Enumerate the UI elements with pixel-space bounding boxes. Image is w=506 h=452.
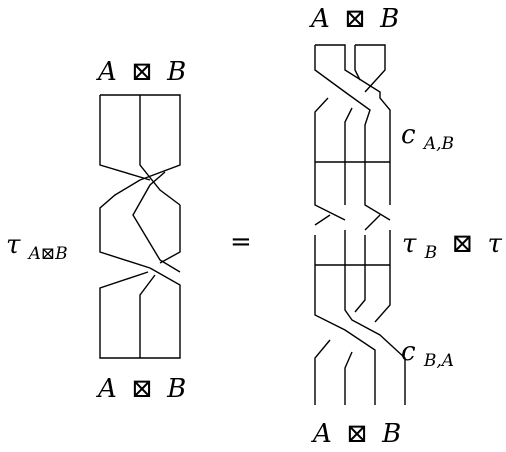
- right-bottom-under-2: [344, 351, 353, 405]
- right-top-bundle-b: [355, 44, 386, 93]
- left-side-label-tau: τ: [6, 230, 21, 260]
- right-bottom-bundle-b: [354, 265, 366, 313]
- braid-bottom-label-c: c: [401, 337, 416, 367]
- right-top-bundle-a: [315, 44, 391, 162]
- left-top-label-op: ⊠: [131, 57, 153, 87]
- right-top-label-op: ⊠: [344, 4, 366, 34]
- right-top-bundle-a-inner: [314, 45, 371, 162]
- braid-bottom-label: c B,A: [401, 337, 454, 371]
- right-bottom-bundle-b-inner: [374, 265, 391, 323]
- middle-twist-op: ⊠: [451, 229, 473, 259]
- left-middle-right: [159, 205, 181, 264]
- left-top-box-left: [99, 95, 151, 181]
- right-braid-diagram: A ⊠ B c A,B: [309, 4, 506, 449]
- left-top-label-a: A: [96, 57, 117, 87]
- left-side-label-sub: A⊠B: [27, 244, 68, 264]
- braid-bottom-label-sub: B,A: [423, 351, 454, 371]
- right-bottom-label: A ⊠ B: [311, 419, 401, 449]
- middle-twist-tau2: τ: [487, 229, 502, 259]
- right-bottom-bundle-a-inner: [344, 265, 406, 405]
- left-bottom-label-a: A: [96, 374, 117, 404]
- right-crossing-under-2: [344, 107, 353, 162]
- left-top-label: A ⊠ B: [96, 57, 186, 87]
- left-upper-cross-b: [132, 171, 181, 273]
- right-mid-right-twist: [364, 162, 391, 265]
- middle-twist-tau1: τ: [402, 229, 417, 259]
- right-braid-strands: [314, 44, 406, 405]
- left-top-center-strand: [139, 95, 181, 206]
- right-bottom-under-1: [314, 339, 331, 405]
- right-top-label-b: B: [379, 4, 399, 34]
- right-mid-left-twist: [314, 162, 346, 265]
- right-crossing-under: [314, 97, 329, 162]
- left-upper-cross-a: [99, 179, 151, 269]
- left-lower-cross-b: [139, 274, 156, 358]
- middle-twist-label: τ B ⊠ τ A: [402, 229, 506, 265]
- middle-twist-sub1: B: [424, 243, 438, 263]
- braid-top-label-c: c: [401, 120, 416, 150]
- right-bottom-bundle-a: [314, 265, 376, 405]
- left-side-label: τ A⊠B: [6, 230, 68, 264]
- left-top-label-b: B: [166, 57, 186, 87]
- right-bottom-label-a: A: [311, 419, 332, 449]
- left-bottom-label-op: ⊠: [131, 374, 153, 404]
- right-top-label: A ⊠ B: [309, 4, 399, 34]
- left-twist-strands: [99, 94, 181, 359]
- right-top-label-a: A: [309, 4, 330, 34]
- left-twist-diagram: A ⊠ B τ A⊠B A ⊠ B: [6, 57, 186, 404]
- right-bottom-label-op: ⊠: [346, 419, 368, 449]
- braid-top-label: c A,B: [401, 120, 454, 154]
- right-bottom-label-b: B: [381, 419, 401, 449]
- left-bottom-label-b: B: [166, 374, 186, 404]
- right-top-bundle-b-inner: [354, 45, 361, 81]
- left-bottom-label: A ⊠ B: [96, 374, 186, 404]
- braid-top-label-sub: A,B: [422, 134, 454, 154]
- equals-sign: =: [230, 227, 252, 257]
